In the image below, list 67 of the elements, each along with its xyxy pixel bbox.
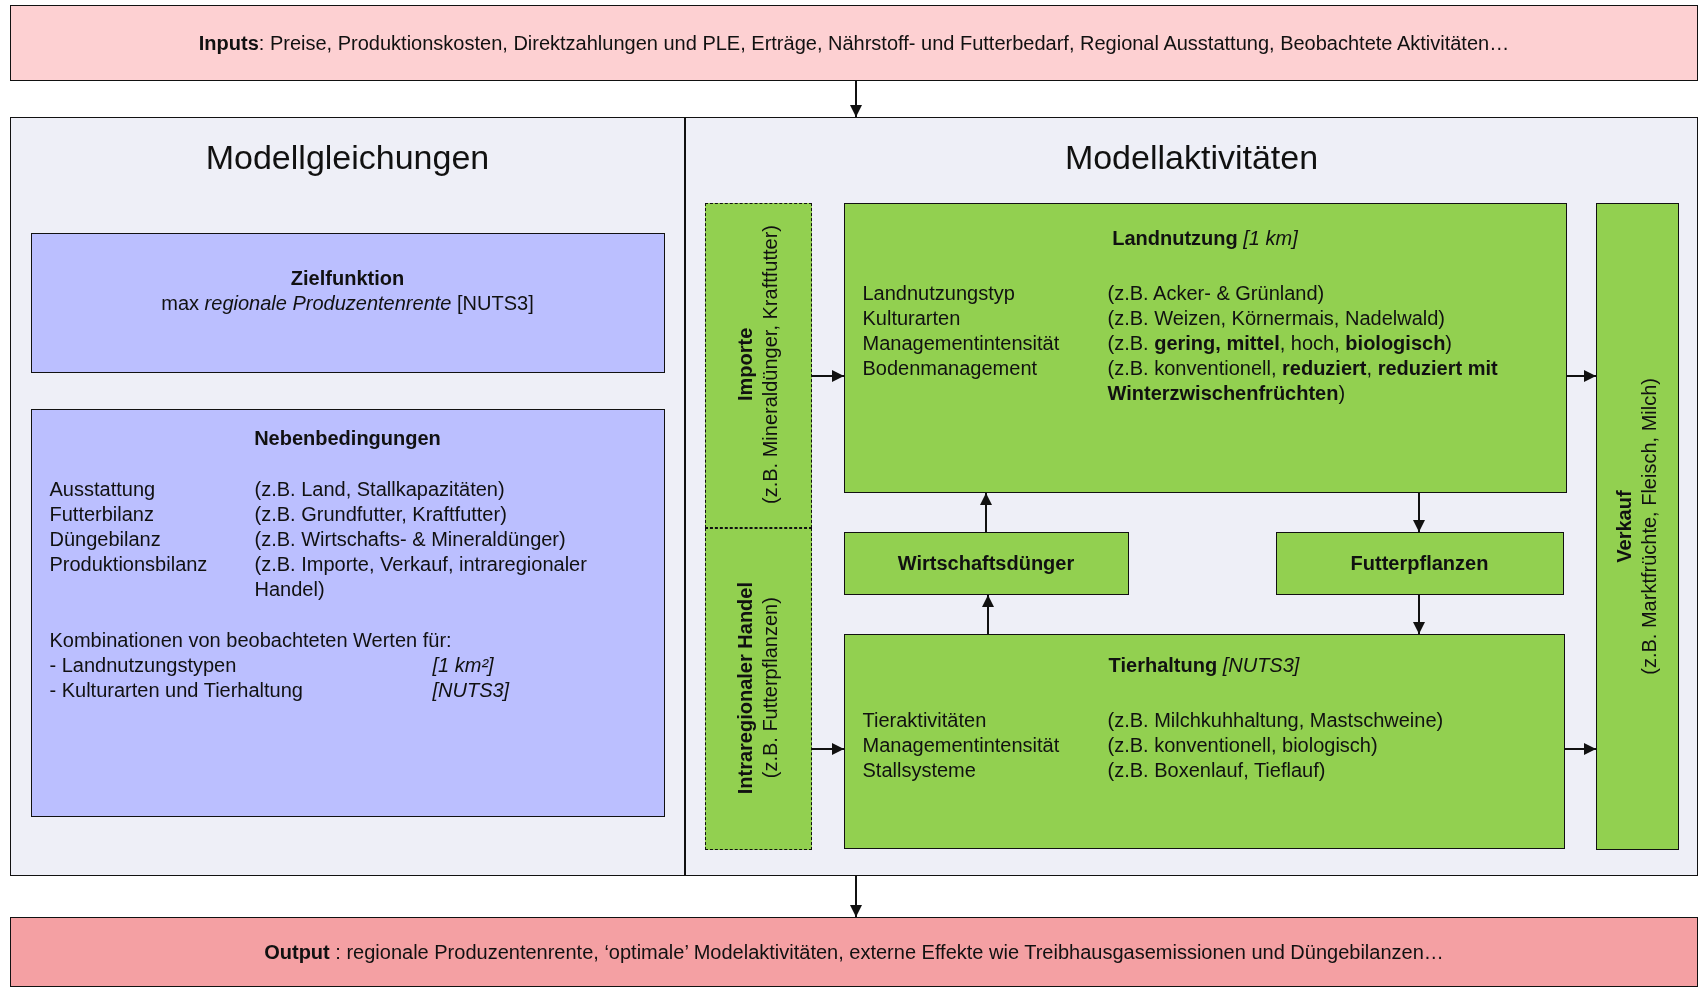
activity-box [843, 531, 1129, 595]
example-text: (z.B. Milchkuhhaltung, Mastschweine) [1107, 708, 1444, 731]
objective-box [30, 232, 665, 373]
input-banner [10, 5, 1698, 81]
example-text: (z.B. konventionell, biologisch) [1107, 733, 1378, 756]
box-heading: Landnutzung [1 km] [1112, 226, 1298, 249]
activity-box [843, 633, 1565, 849]
activity-box [843, 202, 1567, 493]
model-panel [685, 117, 1698, 876]
arrow [1413, 492, 1425, 533]
example-text: [NUTS3] [432, 678, 510, 701]
attribute-label: Managementintensität [862, 331, 1060, 354]
example-text: (z.B. Weizen, Körnermais, Nadelwald) [1107, 306, 1446, 329]
attribute-label: Produktionsbilanz [49, 552, 208, 575]
example-text: (z.B. Importe, Verkauf, intraregionaler Handel) [254, 552, 587, 600]
attribute-label: Landnutzungstyp [862, 281, 1015, 304]
activity-box [1275, 531, 1564, 595]
example-text: (z.B. Grundfutter, Kraftfutter) [254, 502, 507, 525]
box-heading: Tierhaltung [NUTS3] [1108, 653, 1300, 676]
banner-text: Output : regionale Produzentenrente, ‘optimale’ Modelaktivitäten, externe Effekte wie Treibhausgasemissionen und Düngebilanzen… [264, 940, 1444, 963]
activity-box [704, 527, 812, 850]
description-text: (z.B. Futterpflanzen) [759, 597, 781, 780]
box-heading: Wirtschaftsdünger [897, 551, 1075, 574]
example-text: (z.B. Acker- & Grünland) [1107, 281, 1325, 304]
activity-box [704, 202, 812, 528]
box-heading: Futterpflanzen [1350, 551, 1489, 574]
attribute-label: - Landnutzungstypen [49, 653, 237, 676]
example-text: (z.B. gering, mittel, hoch, biologisch) [1107, 331, 1453, 354]
box-heading: Nebenbedingungen [254, 426, 441, 449]
example-text: (z.B. Wirtschafts- & Mineraldünger) [254, 527, 566, 550]
banner-text: Inputs: Preise, Produktionskosten, Direktzahlungen und PLE, Erträge, Nährstoff- und Futterbedarf, Regional Ausstattung, Beobachtete Aktivitäten… [198, 31, 1510, 54]
attribute-label: Futterbilanz [49, 502, 154, 525]
arrow [982, 594, 994, 635]
model-panel [10, 117, 685, 876]
attribute-label: Bodenmanagement [862, 356, 1038, 379]
output-banner [10, 917, 1698, 987]
arrow [980, 492, 992, 533]
box-heading: Intraregionaler Handel [734, 582, 756, 795]
description-text: Kombinationen von beobachteten Werten für: [49, 628, 452, 651]
description-text: max regionale Produzentenrente [NUTS3] [161, 291, 534, 314]
attribute-label: Managementintensität [862, 733, 1060, 756]
attribute-label: Kulturarten [862, 306, 961, 329]
arrow [1564, 743, 1597, 755]
attribute-label: Ausstattung [49, 477, 156, 500]
example-text: [1 km²] [432, 653, 494, 676]
box-heading: Importe [734, 328, 756, 402]
description-text: (z.B. Marktfrüchte, Fleisch, Milch) [1638, 377, 1660, 675]
attribute-label: Tieraktivitäten [862, 708, 987, 731]
panel-title: Modellgleichungen [205, 138, 490, 176]
constraints-box [30, 408, 665, 817]
example-text: (z.B. konventionell, reduziert, reduziert mit Winterzwischenfrüchten) [1107, 356, 1498, 404]
attribute-label: Stallsysteme [862, 758, 976, 781]
activity-box [1595, 202, 1679, 850]
box-heading: Verkauf [1613, 489, 1635, 563]
arrow [811, 370, 845, 382]
arrow [1413, 594, 1425, 635]
example-text: (z.B. Boxenlauf, Tieflauf) [1107, 758, 1326, 781]
attribute-label: Düngebilanz [49, 527, 161, 550]
arrow [850, 80, 862, 118]
arrow [1566, 370, 1597, 382]
arrow [811, 743, 845, 755]
description-text: (z.B. Mineraldünger, Kraftfutter) [759, 225, 781, 505]
panel-title: Modellaktivitäten [1064, 138, 1319, 176]
arrow [850, 875, 862, 918]
attribute-label: - Kulturarten und Tierhaltung [49, 678, 303, 701]
box-heading: Zielfunktion [290, 266, 405, 289]
example-text: (z.B. Land, Stallkapazitäten) [254, 477, 505, 500]
